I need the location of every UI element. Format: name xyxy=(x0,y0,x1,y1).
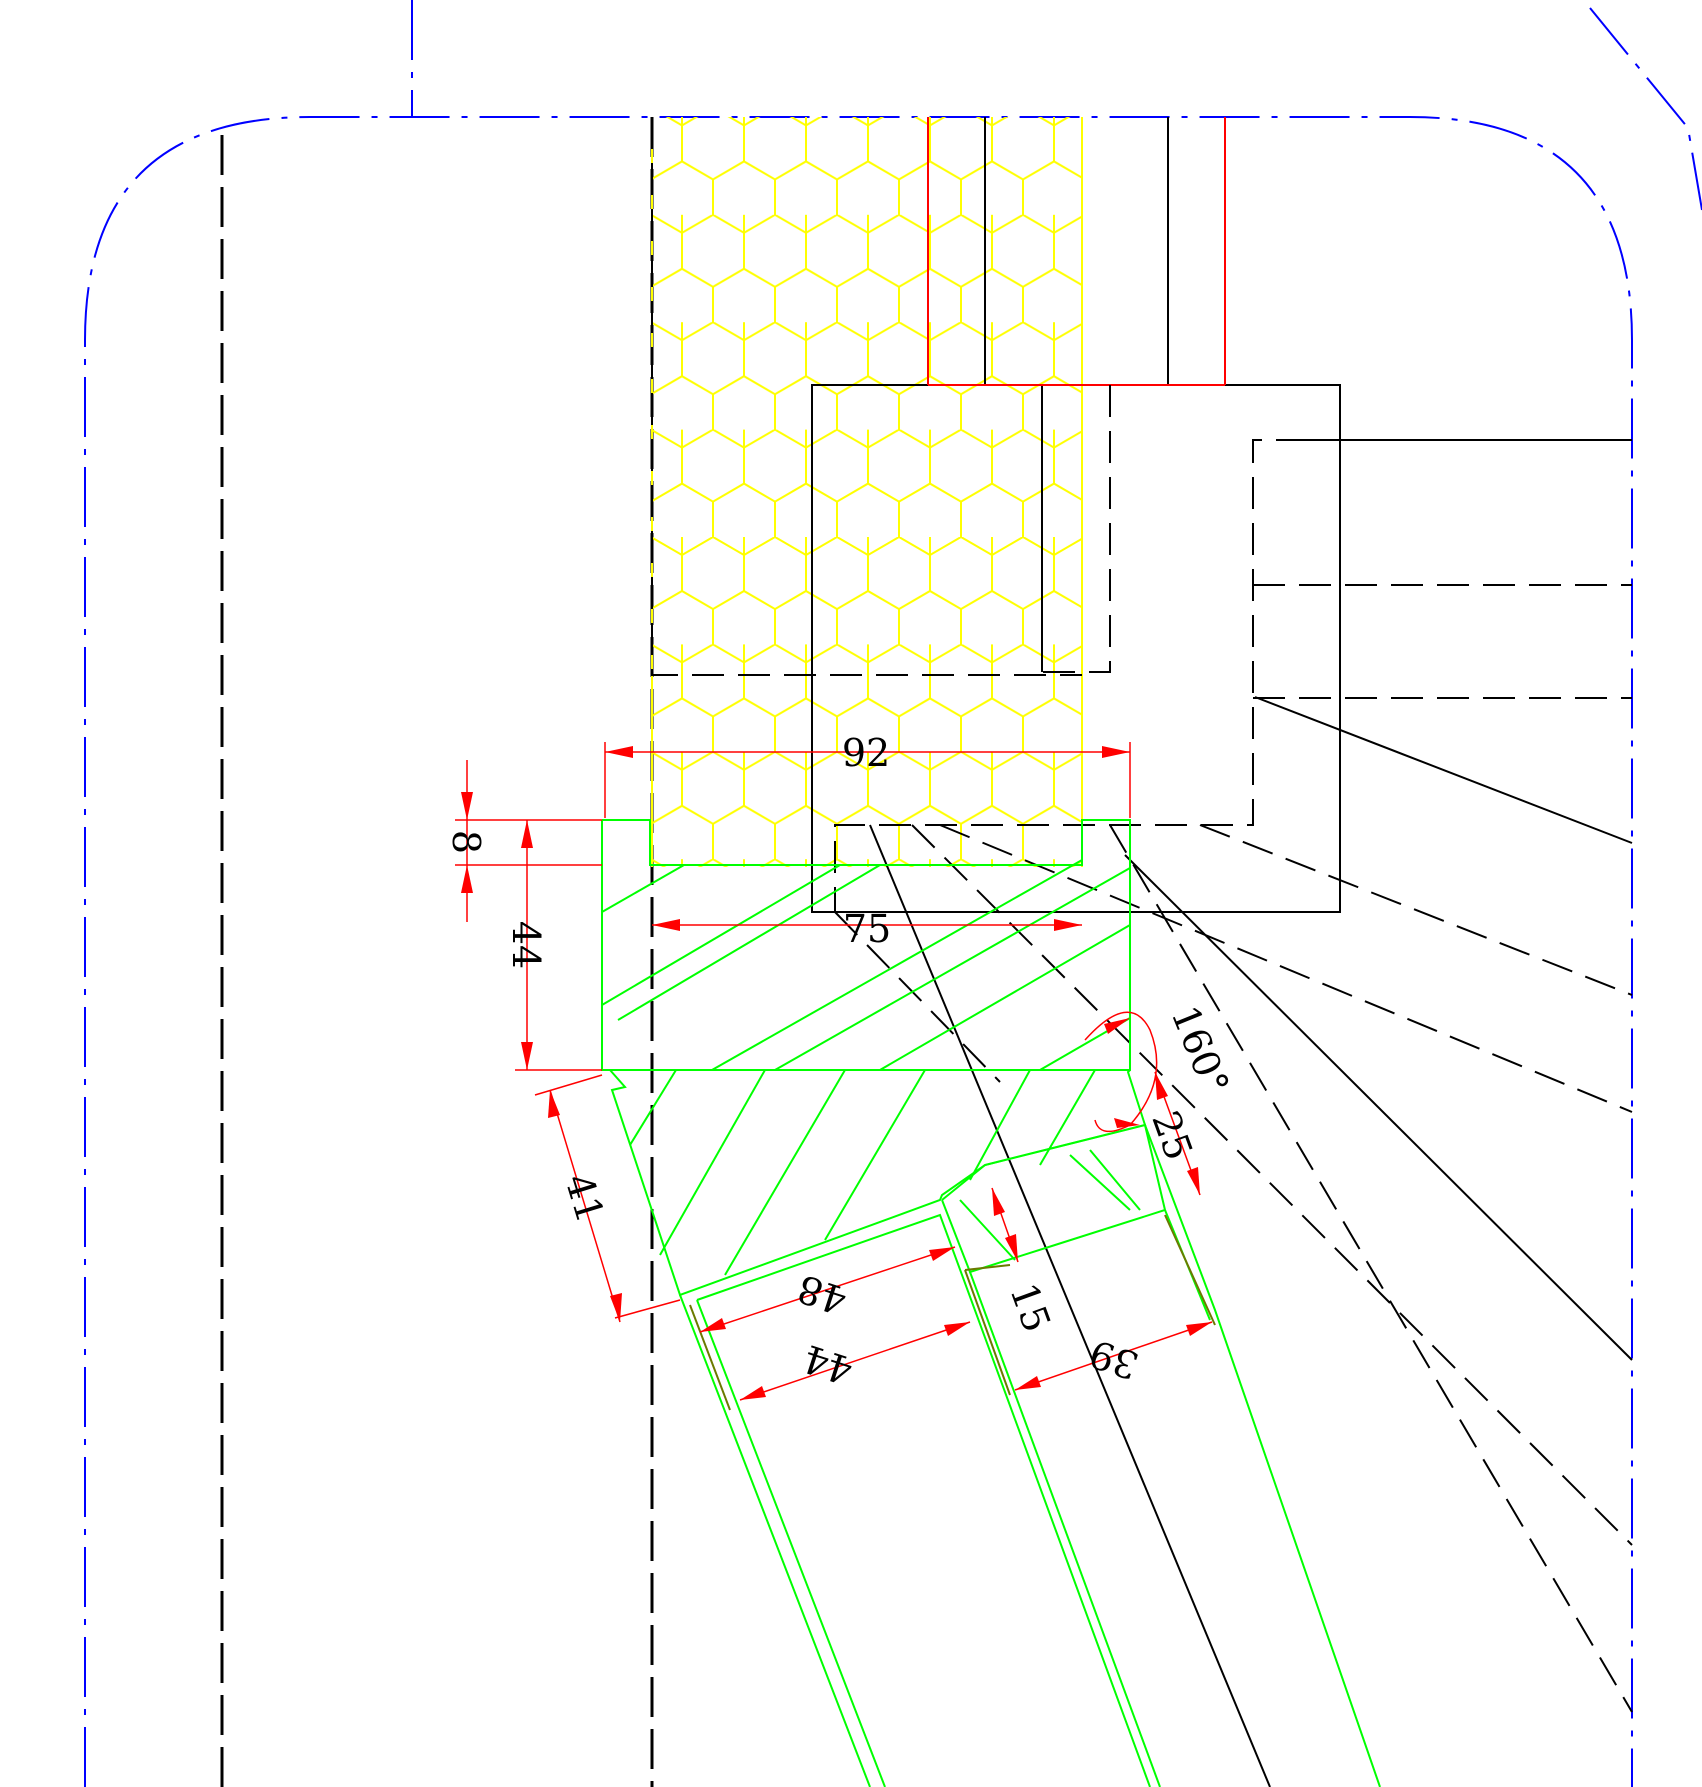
arrow-92-left xyxy=(605,746,633,758)
lower-profile xyxy=(609,1069,1147,1297)
right-diagonal-1 xyxy=(1254,696,1633,844)
dim-label-75: 75 xyxy=(843,907,891,951)
arrow-75-right xyxy=(1054,919,1082,931)
dim-41-ext-top xyxy=(534,1074,603,1096)
dashed-box-left xyxy=(651,117,1082,676)
sash-left-inner-2 xyxy=(696,1299,886,1787)
bead-hatch-3 xyxy=(959,1199,1016,1261)
arrow-41-bottom xyxy=(610,1293,622,1322)
dashed-diagonal-2 xyxy=(939,824,1633,1113)
upper-hatch-5 xyxy=(774,867,1131,1071)
dim-41-ext-bottom xyxy=(614,1299,681,1319)
right-diagonal-2 xyxy=(1124,854,1633,1361)
dim-label-41: 41 xyxy=(556,1169,612,1228)
dim-label-15: 15 xyxy=(1001,1277,1059,1337)
dimension-arrows xyxy=(461,746,1212,1400)
dim-label-44-vertical: 44 xyxy=(504,921,548,969)
arrow-44s-right xyxy=(944,1322,970,1336)
arrow-160-b xyxy=(1114,1118,1140,1128)
dashed-diagonal-3 xyxy=(911,824,1633,1546)
dim-48-line xyxy=(699,1246,956,1333)
arrow-8-bottom xyxy=(461,865,473,893)
dim-label-48: 48 xyxy=(792,1266,852,1323)
insulation-block xyxy=(651,117,1083,867)
dimension-lines xyxy=(455,742,1213,1401)
lower-hatch-3 xyxy=(724,1069,846,1276)
lower-hatch-2 xyxy=(659,1069,766,1256)
arrow-15-bottom xyxy=(1005,1234,1018,1262)
dim-label-44-slanted: 44 xyxy=(798,1336,858,1393)
arrow-160-a xyxy=(1104,1018,1130,1034)
arrow-41-top xyxy=(548,1090,560,1118)
dashed-diagonal-5 xyxy=(834,911,1001,1083)
upper-hatch-3 xyxy=(617,864,881,1021)
dim-39-line xyxy=(1014,1321,1213,1391)
upper-hatch-6 xyxy=(879,924,1131,1071)
sash-left-inner xyxy=(696,1213,1151,1787)
arrow-44s-left xyxy=(740,1386,766,1400)
frame-lines xyxy=(811,117,1633,1787)
dim-41-line xyxy=(549,1089,621,1323)
lower-hatch-4 xyxy=(824,1069,926,1241)
lower-hatch-5 xyxy=(969,1069,1031,1181)
dashed-frame-right xyxy=(834,439,1308,912)
arrow-75-left xyxy=(652,919,680,931)
center-lines xyxy=(220,117,654,1787)
upper-hatch-4 xyxy=(711,859,1083,1071)
dashed-diagonal-1 xyxy=(1199,824,1633,996)
arrow-15-top xyxy=(992,1188,1005,1216)
center-diagonal xyxy=(869,824,1271,1787)
upper-profile xyxy=(601,819,1131,1071)
bead-hatch-1 xyxy=(1089,1149,1141,1211)
lower-profile-right xyxy=(1144,1124,1381,1787)
green-profile xyxy=(601,819,1381,1787)
arrow-25-top xyxy=(1155,1072,1168,1100)
olive-accent-4 xyxy=(964,1264,1011,1271)
dashed-diagonal-4 xyxy=(1109,824,1633,1713)
insulation-fill xyxy=(652,117,1082,867)
arrow-48-right xyxy=(929,1247,955,1261)
olive-accents xyxy=(689,1214,1216,1411)
dim-label-8: 8 xyxy=(444,830,488,854)
arrow-92-right xyxy=(1102,746,1130,758)
arrow-8-top xyxy=(461,792,473,820)
bead-hatch-2 xyxy=(1069,1154,1131,1211)
arrow-25-bottom xyxy=(1187,1167,1200,1195)
dashed-box-right xyxy=(1042,385,1111,673)
dim-44-s-line xyxy=(739,1321,971,1401)
upper-hatch-1 xyxy=(601,864,685,913)
sash-middle xyxy=(969,1271,1161,1787)
arrow-44-top xyxy=(521,820,533,848)
olive-accent-3 xyxy=(1164,1214,1216,1326)
olive-accent-2 xyxy=(964,1269,1011,1396)
dim-160-arc xyxy=(1084,1011,1158,1133)
dashed-lines xyxy=(651,117,1633,1713)
lower-hatch-1 xyxy=(629,1069,677,1146)
arrow-39-right xyxy=(1186,1322,1212,1336)
lower-hatch-6 xyxy=(1039,1069,1096,1166)
dim-label-39: 39 xyxy=(1084,1331,1144,1388)
boundary-top-right xyxy=(1589,7,1702,211)
olive-accent-1 xyxy=(689,1304,731,1411)
upper-hatch-2 xyxy=(601,864,841,1006)
arrow-44-bottom xyxy=(521,1042,533,1070)
sash-left xyxy=(679,1294,871,1787)
arrow-48-left xyxy=(700,1318,726,1332)
red-lines xyxy=(927,117,1226,386)
dim-label-92: 92 xyxy=(842,731,890,775)
arrow-39-left xyxy=(1015,1376,1041,1390)
